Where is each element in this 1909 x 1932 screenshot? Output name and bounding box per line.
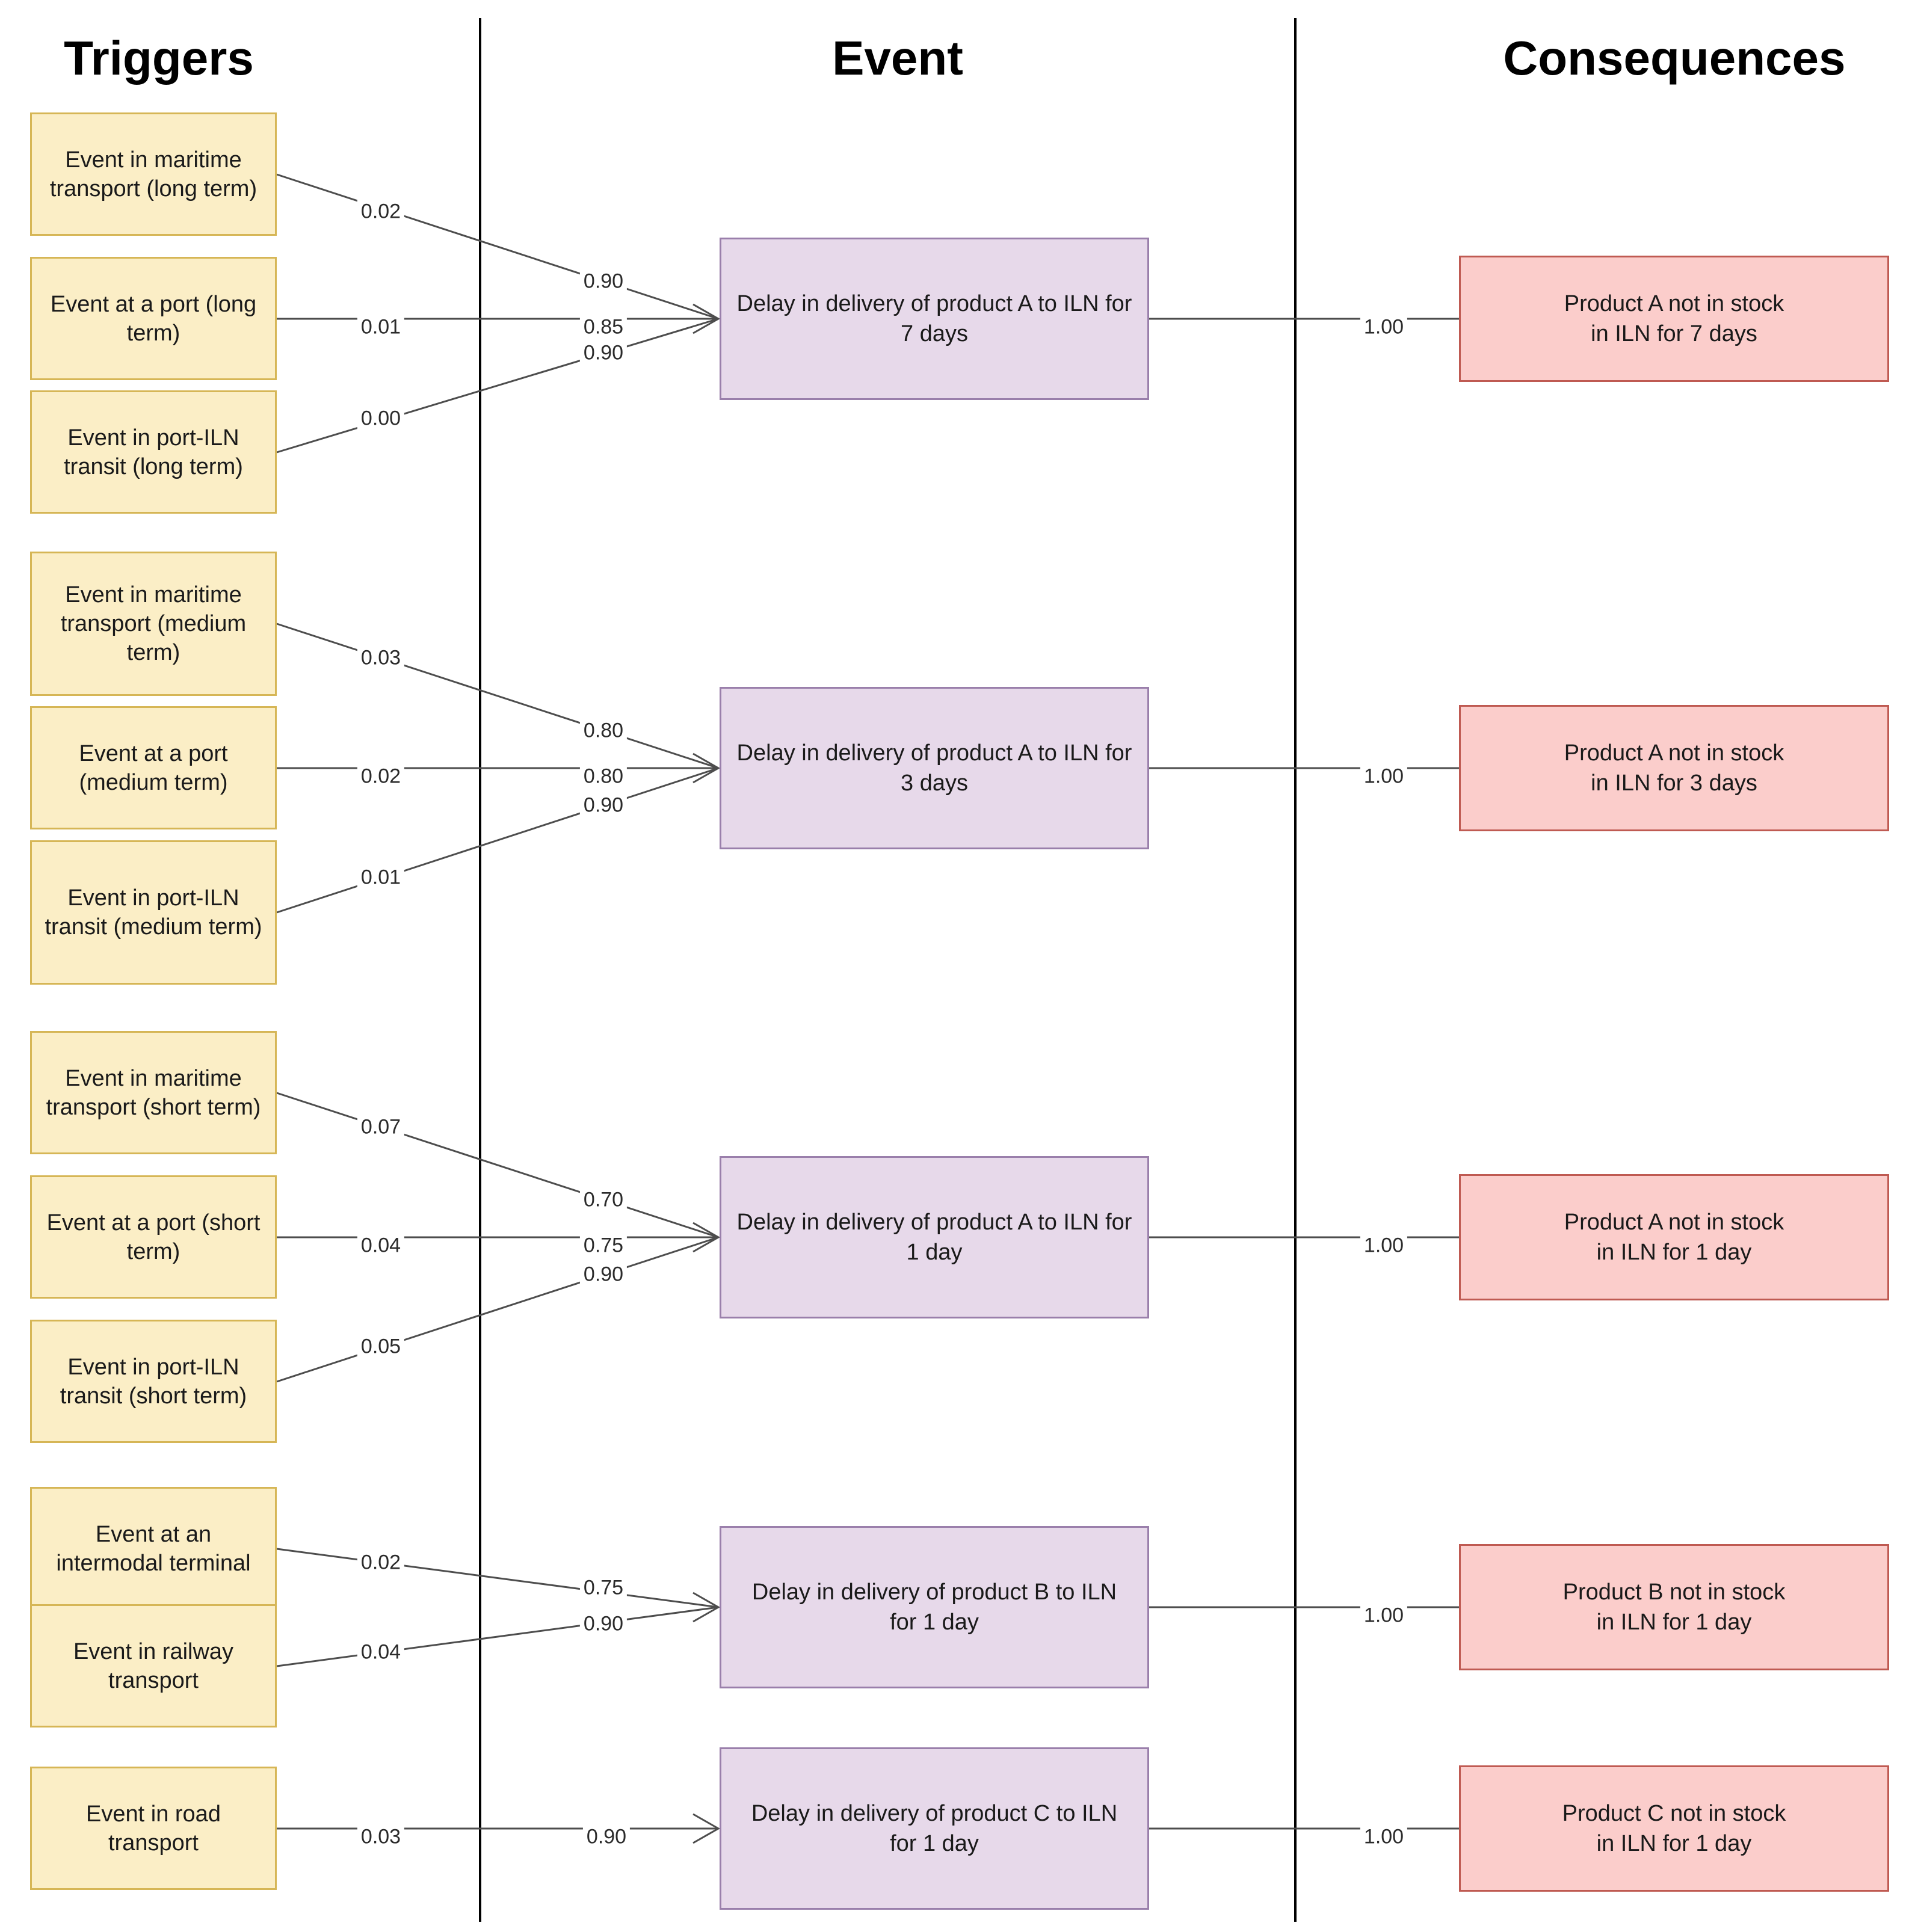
connector [276, 1236, 719, 1383]
connector [276, 1548, 719, 1608]
event-probability-label: 0.70 [579, 1188, 628, 1212]
trigger-probability-label: 0.01 [357, 866, 405, 890]
consequence-b-1day: Product B not in stock in ILN for 1 day [1459, 1544, 1889, 1670]
event-delay-a-3days: Delay in delivery of product A to ILN fo… [720, 687, 1149, 849]
event-probability-label: 0.80 [579, 764, 628, 789]
event-probability-label: 0.90 [579, 1612, 628, 1636]
trigger-probability-label: 0.03 [357, 1825, 405, 1849]
trigger-probability-label: 0.04 [357, 1640, 405, 1664]
consequence-probability-label: 1.00 [1360, 1825, 1408, 1849]
trigger-probability-label: 0.05 [357, 1335, 405, 1359]
consequence-c-1day: Product C not in stock in ILN for 1 day [1459, 1765, 1889, 1892]
event-delay-a-7days: Delay in delivery of product A to ILN fo… [720, 238, 1149, 400]
column-header-triggers: Triggers [64, 31, 254, 85]
event-delay-a-1day: Delay in delivery of product A to ILN fo… [720, 1156, 1149, 1318]
connector [276, 318, 719, 454]
column-header-event: Event [832, 31, 963, 85]
event-probability-label: 0.90 [579, 341, 628, 365]
event-delay-c-1day: Delay in delivery of product C to ILN fo… [720, 1747, 1149, 1910]
trigger-maritime-long: Event in maritime transport (long term) [30, 112, 277, 236]
consequence-a-1day: Product A not in stock in ILN for 1 day [1459, 1174, 1889, 1300]
trigger-port-medium: Event at a port (medium term) [30, 706, 277, 829]
column-header-consequences: Consequences [1503, 31, 1846, 85]
event-delay-b-1day: Delay in delivery of product B to ILN fo… [720, 1526, 1149, 1688]
connector [276, 1606, 719, 1667]
trigger-probability-label: 0.04 [357, 1234, 405, 1258]
trigger-probability-label: 0.00 [357, 407, 405, 431]
event-probability-label: 0.90 [579, 269, 628, 294]
trigger-port-long: Event at a port (long term) [30, 257, 277, 380]
consequence-probability-label: 1.00 [1360, 1234, 1408, 1258]
consequence-a-3days: Product A not in stock in ILN for 3 days [1459, 705, 1889, 831]
arrowhead-icon [692, 303, 721, 334]
arrowhead-icon [692, 1813, 721, 1844]
trigger-port-short: Event at a port (short term) [30, 1175, 277, 1299]
trigger-probability-label: 0.02 [357, 1551, 405, 1575]
event-probability-label: 0.75 [579, 1234, 628, 1258]
event-probability-label: 0.90 [582, 1825, 631, 1849]
arrowhead-icon [692, 752, 721, 784]
trigger-road: Event in road transport [30, 1767, 277, 1890]
connector [276, 1092, 719, 1238]
event-probability-label: 0.90 [579, 1263, 628, 1287]
connector [276, 767, 719, 914]
event-probability-label: 0.75 [579, 1576, 628, 1600]
event-probability-label: 0.90 [579, 793, 628, 817]
consequence-probability-label: 1.00 [1360, 764, 1408, 789]
trigger-transit-short: Event in port-ILN transit (short term) [30, 1320, 277, 1443]
consequence-a-7days: Product A not in stock in ILN for 7 days [1459, 256, 1889, 382]
arrowhead-icon [692, 1222, 721, 1253]
trigger-transit-long: Event in port-ILN transit (long term) [30, 390, 277, 514]
consequence-probability-label: 1.00 [1360, 315, 1408, 339]
connector [276, 623, 719, 769]
trigger-probability-label: 0.07 [357, 1115, 405, 1139]
trigger-probability-label: 0.03 [357, 646, 405, 670]
trigger-probability-label: 0.02 [357, 764, 405, 789]
event-probability-label: 0.80 [579, 719, 628, 743]
trigger-railway: Event in railway transport [30, 1604, 277, 1727]
trigger-probability-label: 0.02 [357, 200, 405, 224]
trigger-intermodal: Event at an intermodal terminal [30, 1487, 277, 1610]
trigger-maritime-short: Event in maritime transport (short term) [30, 1031, 277, 1154]
consequence-probability-label: 1.00 [1360, 1604, 1408, 1628]
trigger-probability-label: 0.01 [357, 315, 405, 339]
arrowhead-icon [692, 1592, 721, 1623]
connector [276, 173, 719, 320]
event-probability-label: 0.85 [579, 315, 628, 339]
trigger-transit-medium: Event in port-ILN transit (medium term) [30, 840, 277, 985]
trigger-maritime-medium: Event in maritime transport (medium term… [30, 552, 277, 696]
